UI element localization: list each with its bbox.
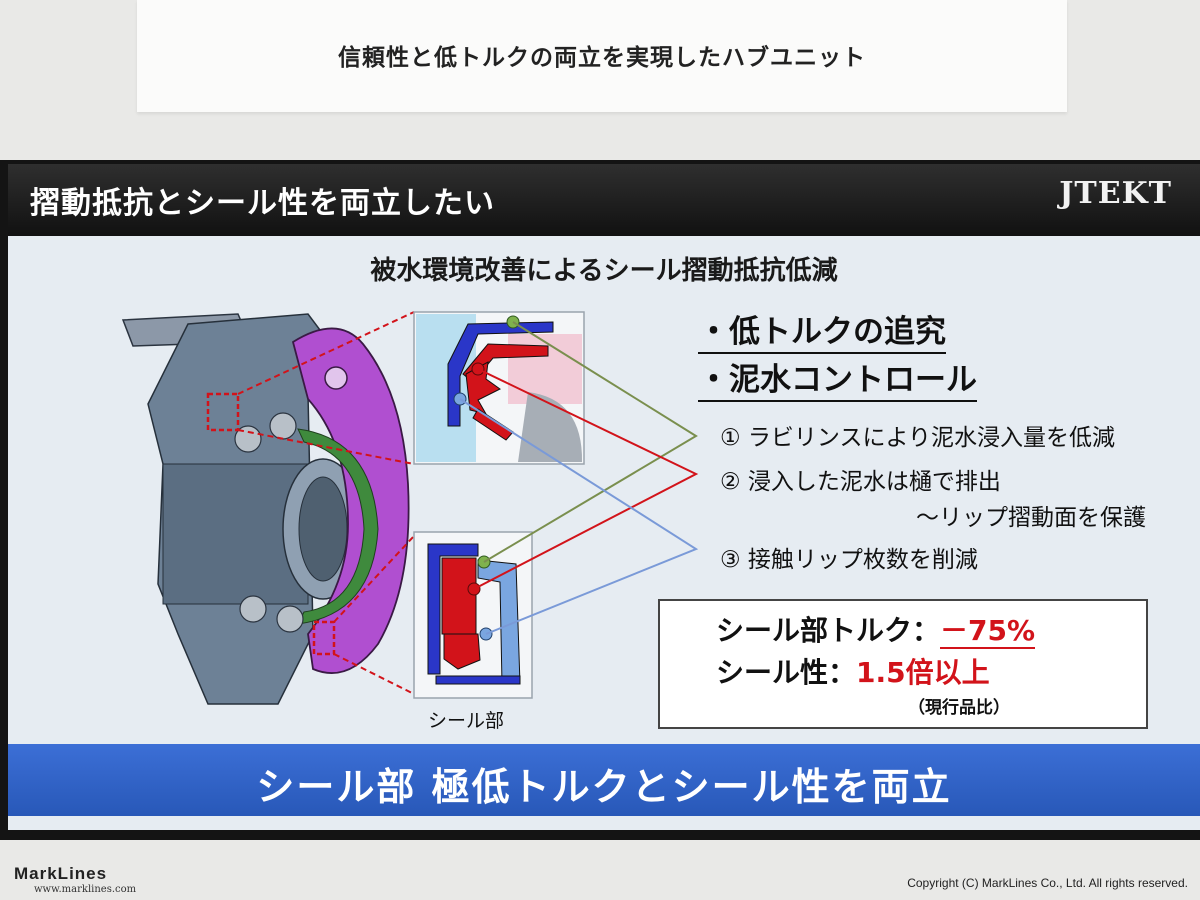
seal-highlight-upper <box>206 392 240 432</box>
comparison-note: （現行品比） <box>908 698 1010 718</box>
hub-unit-diagram <box>121 311 699 705</box>
seal-label: シール性： <box>716 656 857 689</box>
slide-title-bar: 摺動抵抗とシール性を両立したい JTEKT <box>8 164 1200 236</box>
point-lip-count: ③ 接触リップ枚数を削減 <box>720 547 978 573</box>
torque-label: シール部トルク： <box>716 614 941 647</box>
copyright-text: Copyright (C) MarkLines Co., Ltd. All ri… <box>907 876 1188 890</box>
display-monitor: 摺動抵抗とシール性を両立したい JTEKT 被水環境改善によるシール摺動抵抗低減 <box>0 160 1200 840</box>
point-lip-protect: ～リップ摺動面を保護 <box>916 505 1146 531</box>
seal-caption: シール部 <box>428 710 505 732</box>
seal-detail-upper <box>413 311 585 465</box>
seal-highlight-lower <box>312 620 336 656</box>
slide-title: 摺動抵抗とシール性を両立したい <box>30 186 495 221</box>
bullet-mud-control: ・泥水コントロール <box>698 354 977 402</box>
footer-band: シール部 極低トルクとシール性を両立 <box>8 744 1200 816</box>
result-box: シール部トルク：－75% シール性：1.5倍以上 （現行品比） <box>658 599 1148 729</box>
callout-lines <box>459 321 699 635</box>
seal-detail-lower <box>413 531 533 699</box>
marklines-logo: MarkLines <box>14 864 108 883</box>
hub-cutaway-illustration <box>121 311 415 705</box>
marklines-url: www.marklines.com <box>34 884 137 895</box>
torque-result-row: シール部トルク：－75% <box>716 609 1036 649</box>
point-gutter: ② 浸入した泥水は樋で排出 <box>720 469 1001 495</box>
point-labyrinth: ① ラビリンスにより泥水浸入量を低減 <box>720 425 1116 451</box>
seal-value: 1.5倍以上 <box>856 656 990 689</box>
slide-screen: 摺動抵抗とシール性を両立したい JTEKT 被水環境改善によるシール摺動抵抗低減 <box>8 164 1200 830</box>
footer-text: シール部 極低トルクとシール性を両立 <box>256 765 952 809</box>
slide-subtitle: 被水環境改善によるシール摺動抵抗低減 <box>370 256 838 286</box>
jtekt-logo: JTEKT <box>1059 176 1172 211</box>
caption-card: 信頼性と低トルクの両立を実現したハブユニット <box>137 0 1067 112</box>
caption-text: 信頼性と低トルクの両立を実現したハブユニット <box>338 45 866 71</box>
bullet-low-torque: ・低トルクの追究 <box>698 306 946 354</box>
seal-result-row: シール性：1.5倍以上 <box>716 651 990 691</box>
torque-value: －75% <box>940 614 1036 649</box>
